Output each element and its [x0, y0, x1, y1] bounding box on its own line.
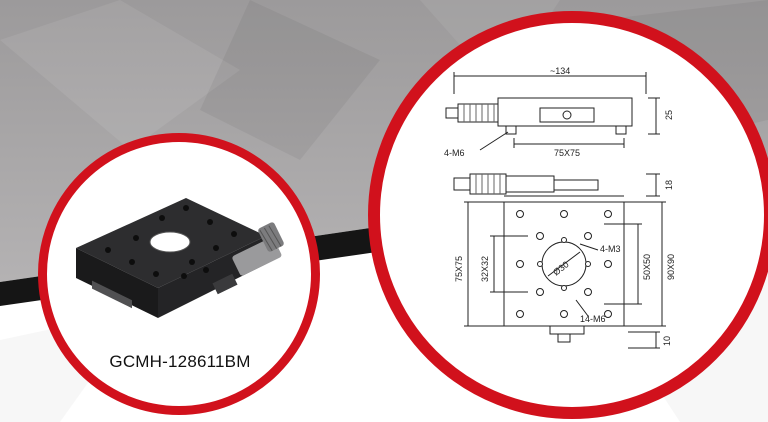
dim-height: 25	[664, 110, 674, 120]
dim-bottom-offset: 10	[662, 336, 672, 346]
dim-mount-holes-side: 4-M6	[444, 148, 465, 158]
dim-outer-size: 75X75	[454, 256, 464, 282]
dim-mid-spacing: 50X50	[642, 254, 652, 280]
dim-top-thickness: 18	[664, 180, 674, 190]
dim-center-holes: 4-M3	[600, 244, 621, 254]
product-model-label: GCMH-128611BM	[109, 352, 251, 371]
technical-drawing: ~134 25 4-M6 75X75 18 75X75 32X32 Ø30 4-…	[444, 66, 676, 349]
product-image	[76, 198, 284, 318]
dim-center-diameter: Ø30	[551, 259, 571, 277]
dim-platform-size: 75X75	[554, 148, 580, 158]
dim-base-size: 90X90	[666, 254, 676, 280]
dim-inner-spacing: 32X32	[480, 256, 490, 282]
dim-mount-holes-base: 14-M6	[580, 314, 606, 324]
dim-overall-length: ~134	[550, 66, 570, 76]
